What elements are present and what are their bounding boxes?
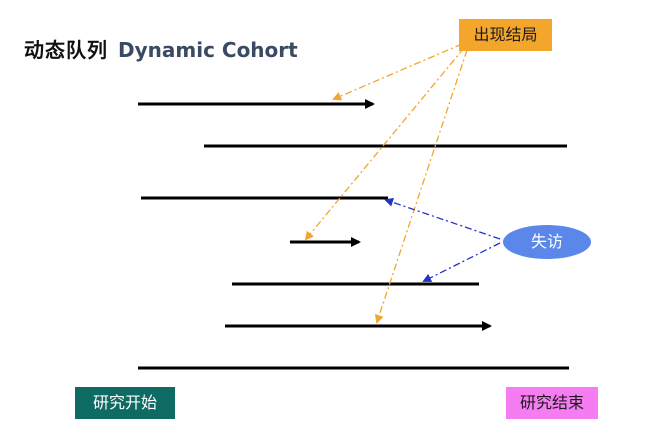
lost-pointer-2 [422, 242, 501, 282]
study-start-badge: 研究开始 [75, 387, 175, 419]
outcome-badge: 出现结局 [459, 19, 552, 51]
title-english: Dynamic Cohort [118, 38, 298, 62]
outcome-pointer-2 [304, 47, 465, 241]
lost-pointer-1 [384, 198, 501, 240]
outcome-pointer-3 [374, 49, 468, 324]
study-end-badge: 研究结束 [506, 387, 598, 419]
page-title: 动态队列 Dynamic Cohort [24, 34, 298, 63]
title-chinese: 动态队列 [24, 38, 108, 62]
lost-to-follow-up-ellipse: 失访 [503, 225, 591, 259]
outcome-pointer-1 [332, 43, 463, 101]
